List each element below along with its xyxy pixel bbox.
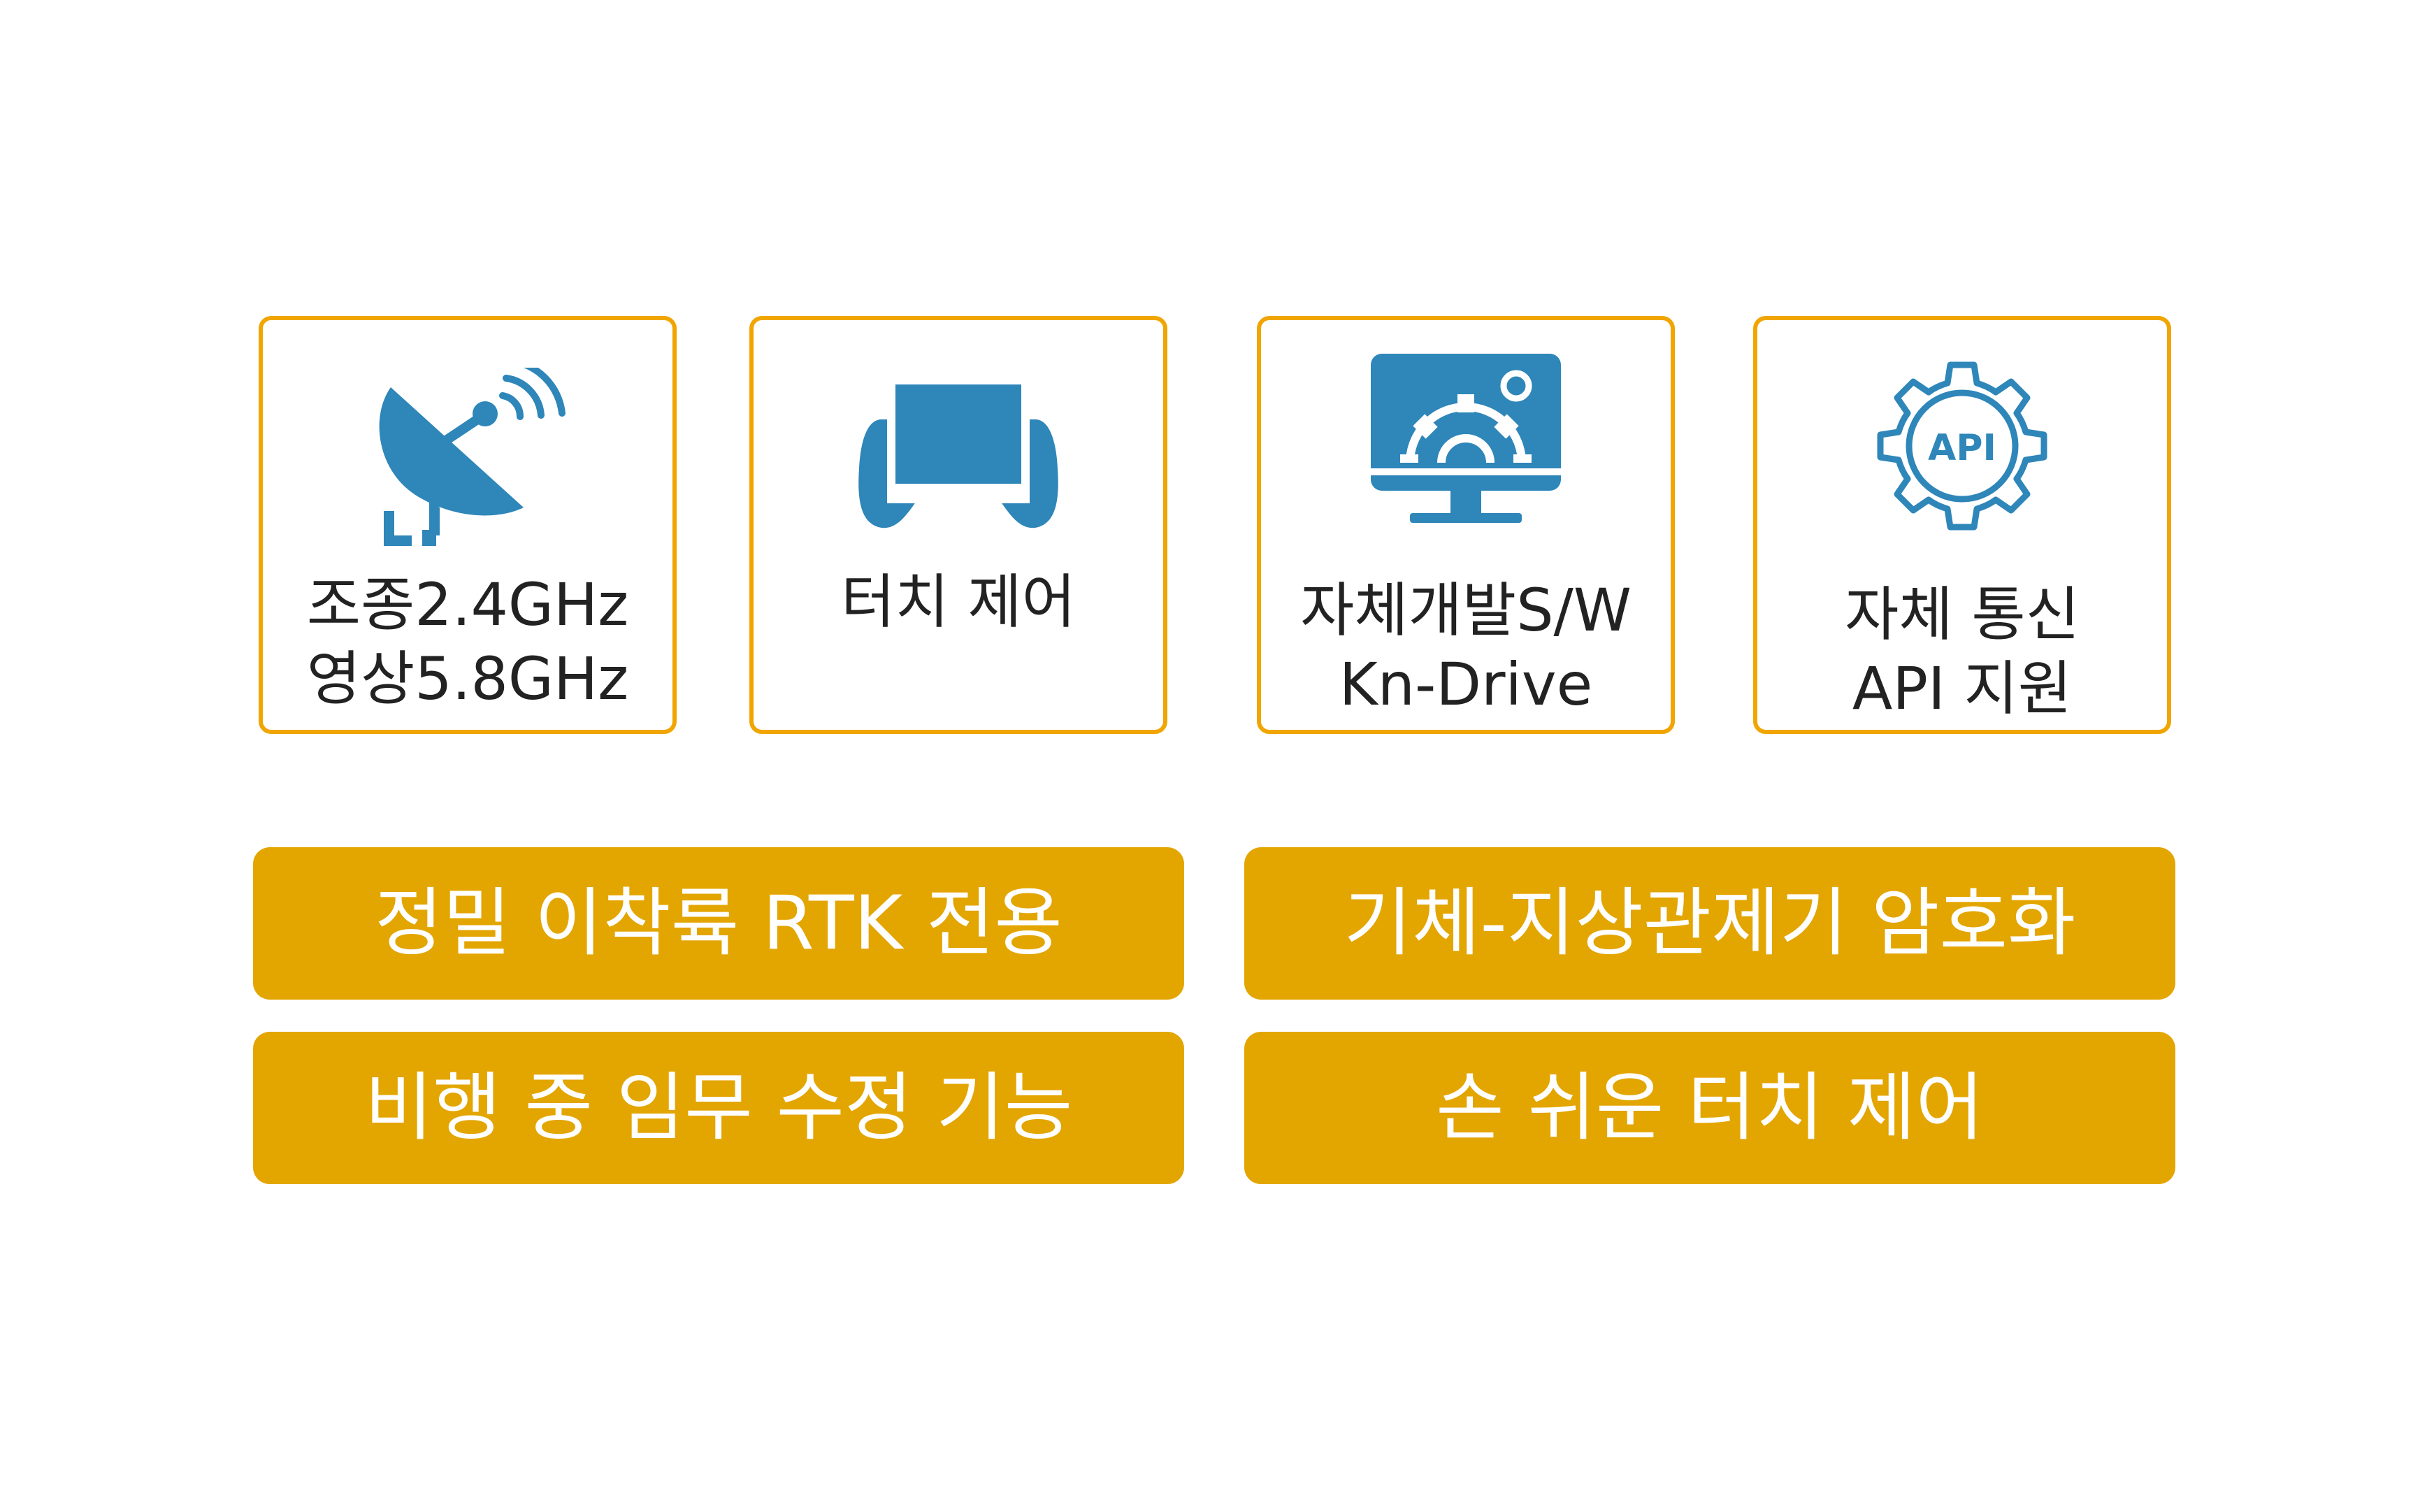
satellite-dish-icon xyxy=(379,368,566,546)
svg-text:API: API xyxy=(1928,427,1996,469)
banner-rtk-landing: 정밀 이착륙 RTK 전용 xyxy=(253,847,1184,1000)
banner-encryption: 기체-지상관제기 암호화 xyxy=(1244,847,2175,1000)
feature-card-api: API 자체 통신 API 지원 xyxy=(1753,316,2171,734)
monitor-gear-icon xyxy=(1371,354,1561,523)
api-gear-icon: API xyxy=(1877,361,2047,531)
banner-easy-touch: 손 쉬운 터치 제어 xyxy=(1244,1032,2175,1184)
banner-mission-edit: 비행 중 임무 수정 기능 xyxy=(253,1032,1184,1184)
feature-label-frequency: 조종2.4GHz 영상5.8GHz xyxy=(306,570,629,713)
feature-label-touch-control: 터치 제어 xyxy=(841,568,1076,636)
feature-card-touch-control: 터치 제어 xyxy=(749,316,1167,734)
feature-label-api: 자체 통신 API 지원 xyxy=(1845,580,2080,723)
feature-label-software: 자체개발S/W Kn-Drive xyxy=(1300,576,1632,719)
feature-card-software: 자체개발S/W Kn-Drive xyxy=(1257,316,1675,734)
touch-controller-icon xyxy=(858,384,1058,528)
feature-card-frequency: 조종2.4GHz 영상5.8GHz xyxy=(259,316,677,734)
